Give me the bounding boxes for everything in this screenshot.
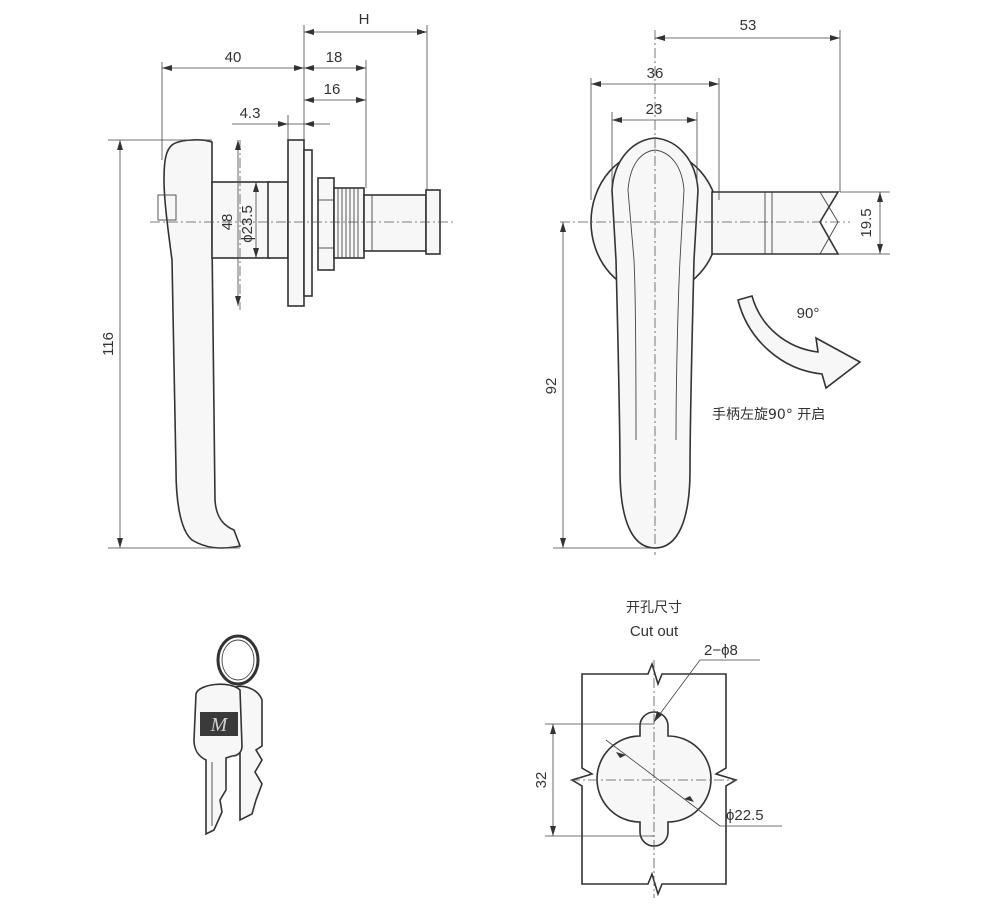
key-mark-label: M	[210, 714, 229, 736]
threaded-barrel	[333, 187, 365, 259]
dim-phi-22-5-label: ϕ22.5	[726, 807, 764, 824]
dim-36-label: 36	[647, 65, 664, 82]
key-front	[193, 683, 243, 836]
dim-16-label: 16	[324, 81, 341, 98]
cutout-view: 开孔尺寸 Cut out 2−ϕ8 ϕ22.5 32	[533, 600, 782, 898]
dim-92-label: 92	[543, 378, 560, 395]
key-ring-icon	[216, 634, 260, 686]
cutout-title-cn: 开孔尺寸	[626, 600, 682, 616]
dim-116-label: 116	[100, 332, 117, 356]
dim-2-phi-8-label: 2−ϕ8	[704, 642, 738, 659]
dim-53-label: 53	[740, 17, 757, 34]
key-head-badge	[200, 712, 238, 736]
keys-illustration: M	[193, 634, 263, 836]
front-view: 53 36 23 19.5 92 90° 手柄左旋90° 开启	[543, 17, 890, 555]
cam-bar	[711, 191, 840, 255]
keyhole-cutout	[596, 711, 712, 847]
hex-nut	[317, 177, 335, 271]
dim-phi-23-5-label: ϕ23.5	[239, 205, 256, 243]
side-view: H 40 18 16 4.3 48 ϕ23.5 1	[100, 11, 455, 549]
dim-h-label: H	[359, 11, 370, 28]
dim-19-5-label: 19.5	[858, 208, 875, 237]
flange-gasket	[303, 149, 313, 297]
dim-32-label: 32	[533, 772, 550, 789]
dim-18-label: 18	[326, 49, 343, 66]
handle-grip-slot	[157, 194, 177, 221]
rotation-note-label: 手柄左旋90° 开启	[712, 407, 825, 423]
dim-48-label: 48	[219, 214, 236, 231]
dim-4-3-label: 4.3	[240, 105, 261, 122]
lock-collar	[267, 181, 289, 259]
cutout-title-en: Cut out	[630, 623, 679, 640]
rotation-angle-label: 90°	[797, 305, 820, 322]
panel-outline	[570, 661, 738, 897]
rotation-arrow-icon	[737, 295, 862, 390]
cam-shaft	[363, 194, 427, 252]
dim-40-label: 40	[225, 49, 242, 66]
dim-23-label: 23	[646, 101, 663, 118]
mounting-flange	[287, 139, 305, 307]
lock-body	[211, 181, 271, 259]
